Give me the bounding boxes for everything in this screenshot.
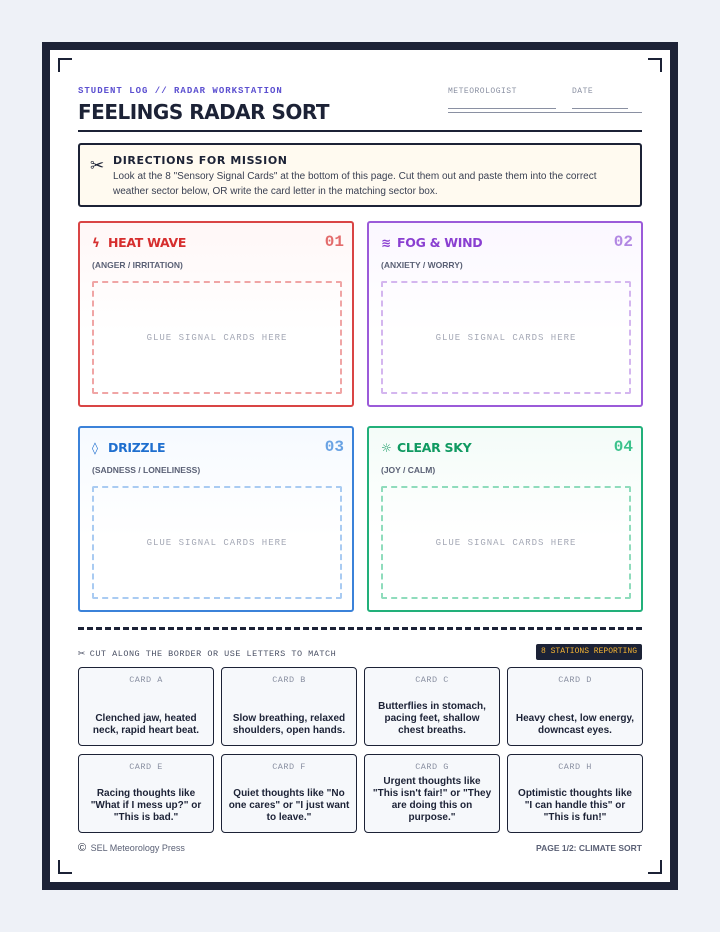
sector-heading: ☼ CLEAR SKY xyxy=(381,440,472,455)
sector-number: 03 xyxy=(324,438,344,456)
stations-badge: 8 STATIONS REPORTING xyxy=(536,644,642,660)
footer-page-number: PAGE 1/2: CLIMATE SORT xyxy=(536,843,642,853)
header-rule xyxy=(78,130,642,132)
directions-heading: DIRECTIONS FOR MISSION xyxy=(113,154,288,167)
signal-card-e[interactable]: CARD E Racing thoughts like "What if I m… xyxy=(78,754,214,833)
signal-card-d[interactable]: CARD D Heavy chest, low energy, downcast… xyxy=(507,667,643,746)
card-text: Slow breathing, relaxed shoulders, open … xyxy=(232,713,346,736)
sector-heading: ◊ DRIZZLE xyxy=(92,440,165,455)
meteorologist-line-2 xyxy=(448,112,642,113)
cut-instruction: ✂CUT ALONG THE BORDER OR USE LETTERS TO … xyxy=(78,646,336,661)
sector-subtitle: (SADNESS / LONELINESS) xyxy=(92,465,201,475)
card-label: CARD C xyxy=(415,675,449,685)
card-text: Clenched jaw, heated neck, rapid heart b… xyxy=(92,713,200,736)
card-text: Heavy chest, low energy, downcast eyes. xyxy=(515,713,635,736)
card-text: Butterflies in stomach, pacing feet, sha… xyxy=(378,701,486,736)
card-text: Racing thoughts like "What if I mess up?… xyxy=(90,788,202,823)
signal-card-f[interactable]: CARD F Quiet thoughts like "No one cares… xyxy=(221,754,357,833)
sector-clear-sky: ☼ CLEAR SKY 04 (JOY / CALM) GLUE SIGNAL C… xyxy=(367,426,643,612)
worksheet-page: STUDENT LOG // RADAR WORKSTATION FEELING… xyxy=(50,50,670,882)
sun-icon: ☼ xyxy=(381,441,392,455)
sector-heading: ϟ HEAT WAVE xyxy=(92,235,186,250)
date-field[interactable]: DATE xyxy=(572,87,642,113)
sector-drizzle: ◊ DRIZZLE 03 (SADNESS / LONELINESS) GLUE … xyxy=(78,426,354,612)
meteorologist-label: METEOROLOGIST xyxy=(448,87,517,96)
signal-card-g[interactable]: CARD G Urgent thoughts like "This isn't … xyxy=(364,754,500,833)
signal-card-h[interactable]: CARD H Optimistic thoughts like "I can h… xyxy=(507,754,643,833)
sector-name: FOG & WIND xyxy=(397,235,483,250)
sector-heading: ≋ FOG & WIND xyxy=(381,235,483,250)
publisher-text: SEL Meteorology Press xyxy=(90,843,185,853)
sector-subtitle: (ANGER / IRRITATION) xyxy=(92,260,183,270)
sector-number: 04 xyxy=(613,438,633,456)
page-frame: STUDENT LOG // RADAR WORKSTATION FEELING… xyxy=(42,42,678,890)
card-label: CARD E xyxy=(129,762,163,772)
copyright-icon: © xyxy=(78,842,87,854)
directions-box: ✂ DIRECTIONS FOR MISSION Look at the 8 "… xyxy=(78,143,642,207)
glue-zone[interactable]: GLUE SIGNAL CARDS HERE xyxy=(92,281,342,394)
sector-fog-wind: ≋ FOG & WIND 02 (ANXIETY / WORRY) GLUE SI… xyxy=(367,221,643,407)
signal-card-a[interactable]: CARD A Clenched jaw, heated neck, rapid … xyxy=(78,667,214,746)
glue-zone[interactable]: GLUE SIGNAL CARDS HERE xyxy=(92,486,342,599)
card-text: Optimistic thoughts like "I can handle t… xyxy=(518,788,632,823)
sector-number: 02 xyxy=(613,233,633,251)
crop-mark-bottom-left xyxy=(58,860,72,874)
scissors-icon: ✂ xyxy=(90,156,105,175)
crop-mark-bottom-right xyxy=(648,860,662,874)
droplet-icon: ◊ xyxy=(92,441,98,455)
sector-name: CLEAR SKY xyxy=(397,440,472,455)
scissors-icon: ✂ xyxy=(78,647,86,661)
card-text: Urgent thoughts like "This isn't fair!" … xyxy=(372,776,492,823)
cut-line xyxy=(78,627,642,630)
meteorologist-field[interactable]: METEOROLOGIST xyxy=(448,87,642,113)
card-label: CARD D xyxy=(558,675,592,685)
meteorologist-line xyxy=(448,108,556,109)
directions-text: Look at the 8 "Sensory Signal Cards" at … xyxy=(113,171,597,197)
date-label: DATE xyxy=(572,87,594,96)
crop-mark-top-right xyxy=(648,58,662,72)
sector-heat-wave: ϟ HEAT WAVE 01 (ANGER / IRRITATION) GLUE … xyxy=(78,221,354,407)
signal-card-b[interactable]: CARD B Slow breathing, relaxed shoulders… xyxy=(221,667,357,746)
card-label: CARD A xyxy=(129,675,163,685)
sector-subtitle: (JOY / CALM) xyxy=(381,465,436,475)
glue-zone[interactable]: GLUE SIGNAL CARDS HERE xyxy=(381,281,631,394)
sector-name: HEAT WAVE xyxy=(108,235,187,250)
date-line xyxy=(572,108,628,109)
sector-subtitle: (ANXIETY / WORRY) xyxy=(381,260,463,270)
footer-publisher: © SEL Meteorology Press xyxy=(78,842,185,854)
sector-number: 01 xyxy=(324,233,344,251)
signal-card-c[interactable]: CARD C Butterflies in stomach, pacing fe… xyxy=(364,667,500,746)
card-text: Quiet thoughts like "No one cares" or "I… xyxy=(228,788,350,823)
wind-icon: ≋ xyxy=(381,236,391,250)
kicker-text: STUDENT LOG // RADAR WORKSTATION xyxy=(78,86,283,96)
card-label: CARD F xyxy=(272,762,306,772)
lightning-icon: ϟ xyxy=(92,236,100,250)
card-label: CARD H xyxy=(558,762,592,772)
date-line-2 xyxy=(572,112,642,113)
cut-instruction-text: CUT ALONG THE BORDER OR USE LETTERS TO M… xyxy=(89,649,337,659)
card-label: CARD B xyxy=(272,675,306,685)
sector-name: DRIZZLE xyxy=(108,440,166,455)
crop-mark-top-left xyxy=(58,58,72,72)
glue-zone[interactable]: GLUE SIGNAL CARDS HERE xyxy=(381,486,631,599)
card-label: CARD G xyxy=(415,762,449,772)
page-title: FEELINGS RADAR SORT xyxy=(78,100,330,124)
